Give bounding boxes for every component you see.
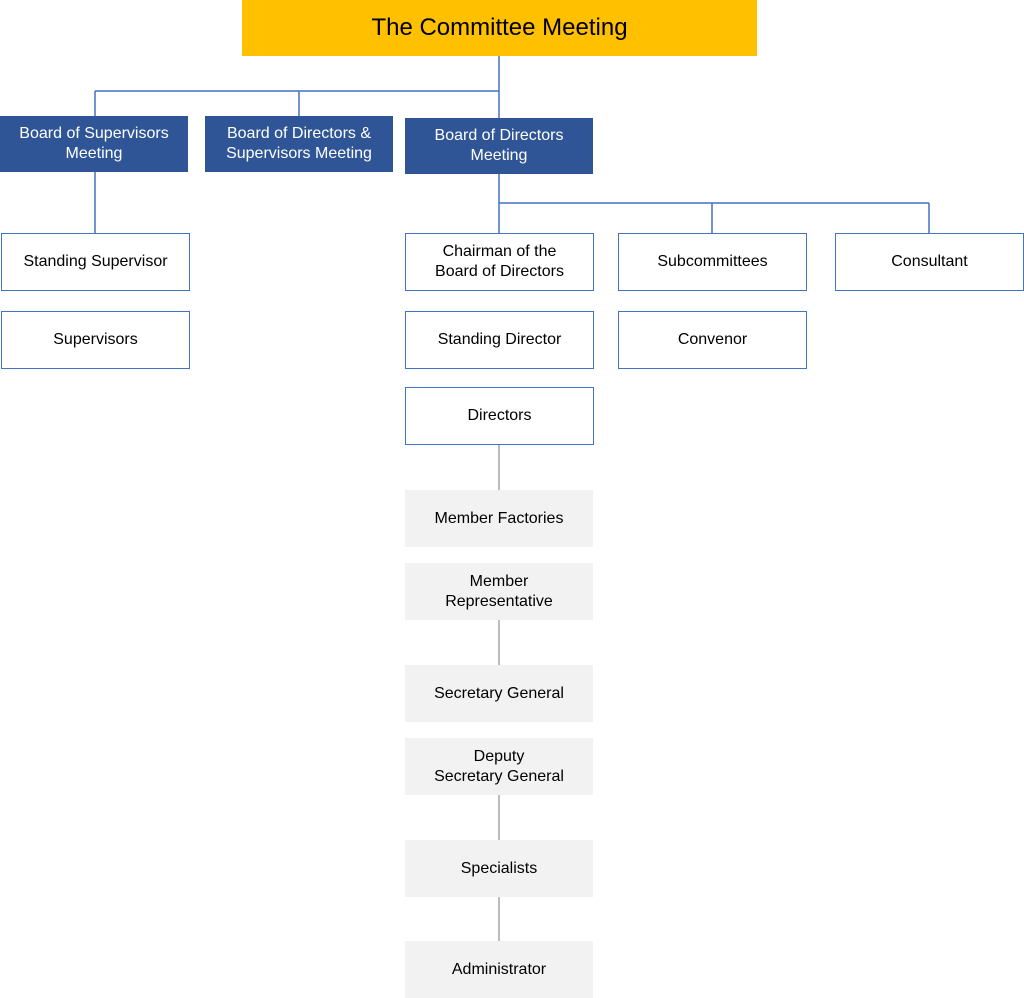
node-committee-meeting: The Committee Meeting — [242, 0, 757, 56]
node-administrator: Administrator — [405, 941, 593, 998]
node-specialists: Specialists — [405, 840, 593, 897]
node-chairman: Chairman of the Board of Directors — [405, 233, 594, 291]
node-directors: Directors — [405, 387, 594, 445]
node-subcommittees: Subcommittees — [618, 233, 807, 291]
node-member-representative: Member Representative — [405, 563, 593, 620]
node-supervisors: Supervisors — [1, 311, 190, 369]
node-board-of-directors-supervisors-meeting: Board of Directors & Supervisors Meeting — [205, 116, 393, 172]
node-standing-supervisor: Standing Supervisor — [1, 233, 190, 291]
node-board-of-supervisors-meeting: Board of Supervisors Meeting — [0, 116, 188, 172]
node-secretary-general: Secretary General — [405, 665, 593, 722]
node-deputy-secretary-general: Deputy Secretary General — [405, 738, 593, 795]
node-member-factories: Member Factories — [405, 490, 593, 547]
node-consultant: Consultant — [835, 233, 1024, 291]
node-board-of-directors-meeting: Board of Directors Meeting — [405, 118, 593, 174]
node-convenor: Convenor — [618, 311, 807, 369]
node-standing-director: Standing Director — [405, 311, 594, 369]
